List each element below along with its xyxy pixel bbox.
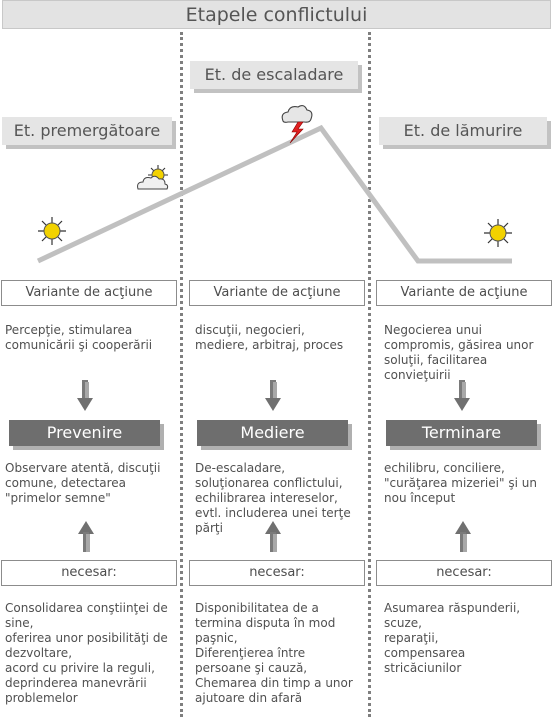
phase-result-text: Observare atentă, discuţii comune, detec… [5, 461, 161, 505]
down-arrow-icon [454, 380, 470, 411]
sun-cloud-icon [137, 165, 169, 190]
required-label: necesar: [189, 560, 365, 586]
sun-icon [38, 217, 66, 245]
required-label: necesar: [1, 560, 177, 586]
action-options-text: Percepţie, stimularea comunicării şi coo… [5, 323, 153, 352]
down-arrow-icon [77, 380, 93, 411]
stage-label-escalation: Et. de escaladare [190, 61, 358, 89]
phase-result-text: echilibru, conciliere, "curăţarea mizeri… [384, 461, 537, 505]
required-label: necesar: [376, 560, 552, 586]
down-arrow-icon [265, 380, 281, 411]
storm-cloud-icon [281, 105, 313, 144]
column-divider [368, 32, 371, 717]
column-divider [180, 32, 183, 717]
stage-label-resolution: Et. de lămurire [379, 117, 547, 145]
up-arrow-icon [78, 521, 94, 552]
action-options-label: Variante de acţiune [376, 280, 552, 306]
phase-box-prevention: Prevenire [9, 420, 160, 446]
required-text: Consolidarea conştiinţei de sine, oferir… [5, 601, 168, 705]
phase-box-termination: Terminare [386, 420, 537, 446]
sun-icon [484, 219, 512, 247]
required-text: Disponibilitatea de a termina disputa în… [195, 601, 353, 705]
required-text: Asumarea răspunderii, scuze, reparaţii, … [384, 601, 521, 675]
up-arrow-icon [455, 521, 471, 552]
phase-result-text: De-escaladare, soluţionarea conflictului… [195, 461, 351, 535]
stage-label-pre: Et. premergătoare [2, 117, 172, 145]
phase-box-mediation: Mediere [197, 420, 348, 446]
action-options-label: Variante de acţiune [1, 280, 177, 306]
action-options-label: Variante de acţiune [189, 280, 365, 306]
diagram-title: Etapele conflictului [2, 0, 551, 29]
action-options-text: discuţii, negocieri, mediere, arbitraj, … [195, 323, 344, 352]
up-arrow-icon [265, 521, 281, 552]
action-options-text: Negocierea unui compromis, găsirea unor … [384, 323, 534, 382]
